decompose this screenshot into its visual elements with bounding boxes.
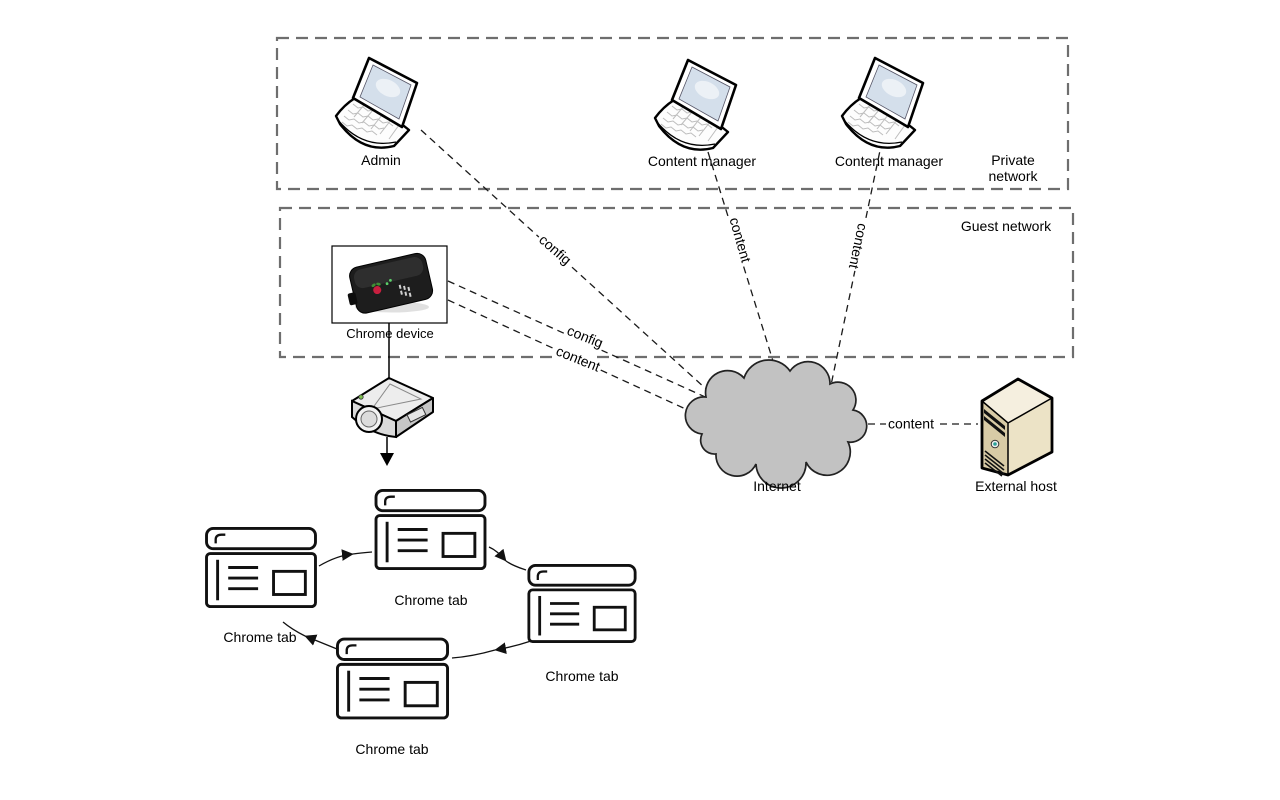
projector-icon bbox=[351, 377, 434, 439]
edge-content-manager-1-to-internet bbox=[707, 151, 783, 391]
private-network-zone bbox=[275, 36, 1070, 191]
browser-window-icon bbox=[205, 527, 317, 608]
edge-content-manager-2-to-internet bbox=[829, 116, 888, 391]
internet-label: Internet bbox=[753, 478, 801, 494]
chrome-device-label: Chrome device bbox=[346, 326, 434, 341]
server-icon bbox=[980, 377, 1054, 477]
browser-window-icon bbox=[527, 564, 637, 643]
chrome-device-photo bbox=[331, 245, 448, 324]
chrome-tab-3-label: Chrome tab bbox=[545, 668, 619, 684]
content-manager-2-label: Content manager bbox=[834, 153, 944, 169]
laptop-icon bbox=[653, 58, 738, 151]
private-network-label: Private network bbox=[988, 152, 1038, 184]
external-host-label: External host bbox=[975, 478, 1057, 494]
guest-network-zone bbox=[278, 206, 1075, 359]
cycle-arrow-tab1-tab2 bbox=[318, 549, 354, 567]
content-manager-1-label: Content manager bbox=[647, 153, 757, 169]
chrome-tab-4-label: Chrome tab bbox=[355, 741, 429, 757]
cycle-arrow-tab4-tab1 bbox=[304, 634, 338, 650]
edge-chrome-device-to-internet-content bbox=[447, 299, 704, 418]
projector-output-arrow bbox=[380, 437, 394, 466]
cycle-arrow-tab3-tab4 bbox=[494, 640, 532, 654]
admin-label: Admin bbox=[361, 152, 401, 168]
edge-admin-to-internet bbox=[420, 129, 717, 399]
cloud-icon bbox=[684, 359, 868, 489]
guest-network-label: Guest network bbox=[960, 218, 1052, 234]
laptop-icon bbox=[334, 56, 419, 149]
browser-window-icon bbox=[336, 637, 449, 720]
laptop-icon bbox=[840, 56, 925, 149]
browser-window-icon bbox=[374, 489, 487, 570]
chrome-tab-1-label: Chrome tab bbox=[223, 629, 297, 645]
edge-label-externalhost-content: content bbox=[886, 415, 936, 432]
cycle-arrow-tab2-tab3 bbox=[488, 546, 507, 562]
chrome-tab-2-label: Chrome tab bbox=[394, 592, 468, 608]
